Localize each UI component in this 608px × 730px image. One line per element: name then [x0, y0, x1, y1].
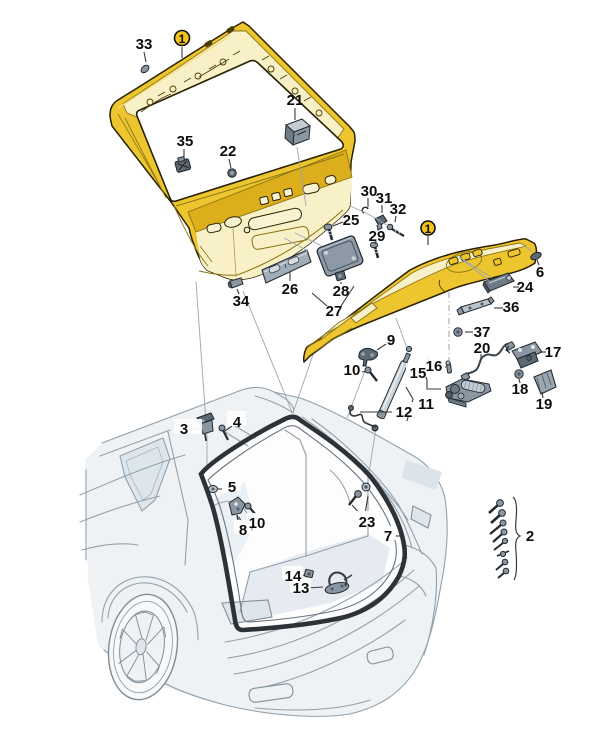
svg-text:35: 35: [177, 133, 194, 150]
svg-text:25: 25: [343, 212, 360, 229]
svg-text:12: 12: [396, 404, 413, 421]
svg-text:1: 1: [179, 32, 186, 46]
svg-text:18: 18: [512, 381, 529, 398]
svg-text:7: 7: [384, 528, 392, 545]
svg-text:37: 37: [474, 324, 491, 341]
svg-text:9: 9: [387, 332, 395, 349]
svg-text:30: 30: [361, 183, 378, 200]
svg-text:2: 2: [526, 528, 534, 545]
svg-text:5: 5: [228, 479, 236, 496]
svg-text:16: 16: [426, 358, 443, 375]
svg-text:32: 32: [390, 201, 407, 218]
svg-text:10: 10: [249, 515, 266, 532]
svg-text:3: 3: [180, 421, 188, 438]
svg-text:29: 29: [369, 228, 386, 245]
svg-text:24: 24: [517, 279, 534, 296]
svg-text:21: 21: [287, 92, 304, 109]
svg-text:14: 14: [285, 568, 302, 585]
svg-text:11: 11: [418, 396, 434, 413]
svg-text:22: 22: [220, 143, 237, 160]
svg-text:34: 34: [233, 293, 250, 310]
svg-text:20: 20: [474, 340, 491, 357]
svg-text:15: 15: [410, 365, 427, 382]
svg-text:27: 27: [326, 303, 343, 320]
svg-text:17: 17: [545, 344, 562, 361]
svg-text:23: 23: [359, 514, 376, 531]
svg-text:8: 8: [239, 522, 247, 539]
svg-text:26: 26: [282, 281, 299, 298]
svg-text:36: 36: [503, 299, 520, 316]
svg-text:1: 1: [425, 222, 432, 236]
svg-text:10: 10: [344, 362, 361, 379]
svg-text:6: 6: [536, 264, 544, 281]
svg-text:28: 28: [333, 283, 350, 300]
svg-text:33: 33: [136, 36, 153, 53]
svg-text:13: 13: [293, 580, 310, 597]
svg-text:4: 4: [233, 414, 242, 431]
svg-text:31: 31: [376, 190, 393, 207]
svg-text:19: 19: [536, 396, 553, 413]
